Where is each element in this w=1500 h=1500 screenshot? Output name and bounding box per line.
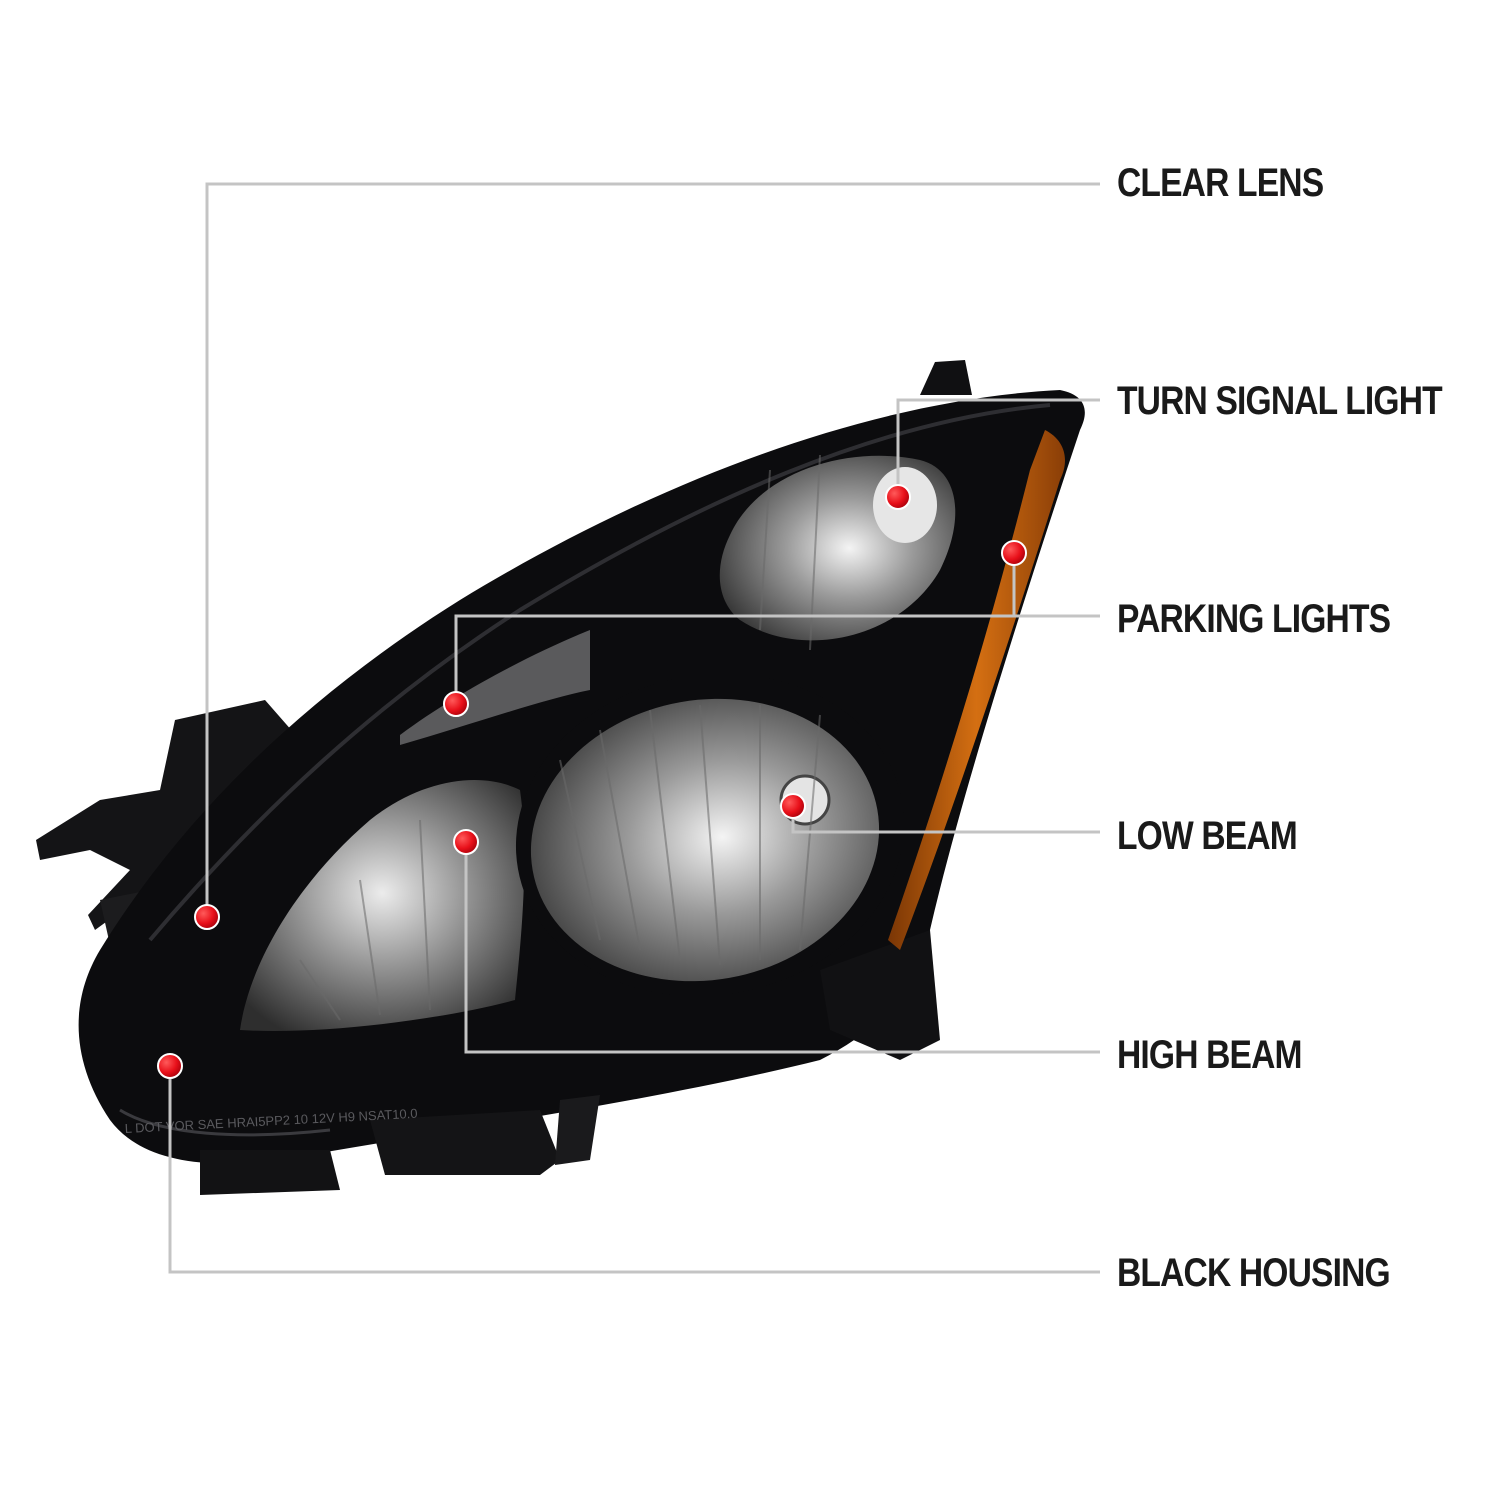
marker-high-beam (453, 829, 479, 855)
leader-turn-signal (896, 398, 1100, 497)
marker-parking-right (1001, 540, 1027, 566)
leader-black-housing (168, 1066, 1100, 1274)
leader-clear-lens (205, 182, 1100, 917)
marker-low-beam (780, 793, 806, 819)
label-turn-signal-light: TURN SIGNAL LIGHT (1117, 379, 1443, 423)
label-parking-lights: PARKING LIGHTS (1117, 597, 1391, 641)
leader-lines (168, 182, 1100, 1274)
callout-markers (157, 484, 1027, 1079)
label-black-housing: BLACK HOUSING (1117, 1251, 1391, 1295)
marker-clear-lens (194, 904, 220, 930)
leader-parking-2 (454, 614, 1014, 704)
marker-black-housing (157, 1053, 183, 1079)
marker-turn-signal (885, 484, 911, 510)
headlight-housing (36, 360, 1085, 1195)
marker-parking-left (443, 691, 469, 717)
label-low-beam: LOW BEAM (1117, 814, 1298, 858)
label-clear-lens: CLEAR LENS (1117, 161, 1324, 205)
label-high-beam: HIGH BEAM (1117, 1033, 1303, 1077)
leader-high-beam (464, 842, 1100, 1054)
